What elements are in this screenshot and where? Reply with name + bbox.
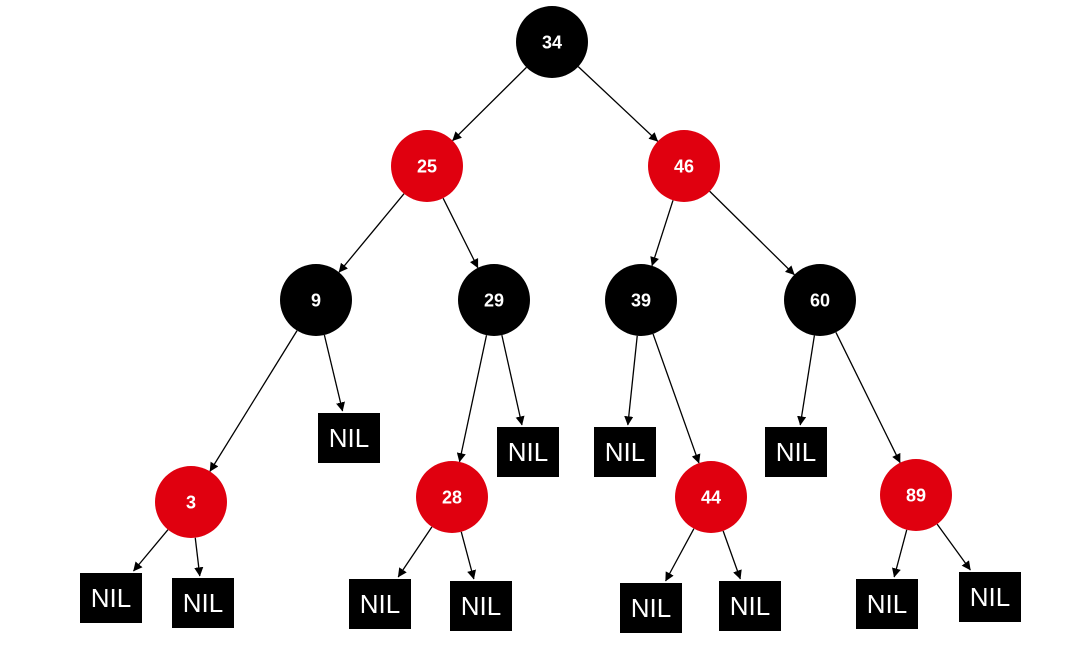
node-value: 25 (417, 157, 437, 177)
edge-n46-to-n39 (650, 200, 674, 267)
tree-node-44: 44 (675, 461, 747, 533)
node-value: 39 (631, 291, 651, 311)
nil-leaf: NIL (594, 427, 656, 477)
nil-leaf: NIL (450, 581, 512, 631)
edge-n29-to-n28 (456, 335, 488, 463)
tree-node-34: 34 (516, 6, 588, 78)
node-value: 3 (186, 493, 196, 513)
nil-label: NIL (508, 437, 548, 467)
node-value: 9 (311, 291, 321, 311)
nil-box (349, 579, 411, 629)
nil-label: NIL (631, 593, 671, 623)
edge-n60-to-nil-60-left (797, 335, 816, 426)
edge-n29-to-nil-29-right (501, 334, 525, 426)
edges-layer (133, 66, 971, 582)
tree-node-60: 60 (784, 264, 856, 336)
nil-label: NIL (730, 591, 770, 621)
nil-leaf: NIL (497, 427, 559, 477)
nil-box (318, 413, 380, 463)
node-circle-black (458, 264, 530, 336)
nil-leaf: NIL (959, 572, 1021, 622)
node-circle-red (391, 130, 463, 202)
node-value: 28 (442, 488, 462, 508)
edge-n60-to-n89 (835, 332, 901, 464)
nil-box (172, 578, 234, 628)
tree-node-9: 9 (280, 264, 352, 336)
nil-layer: NIL NIL NIL NIL NIL NIL NIL NIL NIL NIL NIL NIL (80, 413, 1021, 633)
nil-box (497, 427, 559, 477)
edge-n39-to-nil-39-left (624, 335, 638, 426)
nil-box (620, 583, 682, 633)
node-value: 89 (906, 486, 926, 506)
edge-n9-to-nil-9-right (323, 334, 345, 412)
nil-label: NIL (183, 588, 223, 618)
tree-node-89: 89 (880, 459, 952, 531)
node-circle-red (648, 130, 720, 202)
nil-box (959, 572, 1021, 622)
edge-n34-to-n25 (452, 66, 527, 142)
nil-leaf: NIL (620, 583, 682, 633)
nil-leaf: NIL (719, 581, 781, 631)
nil-label: NIL (776, 437, 816, 467)
nil-box (80, 573, 142, 623)
tree-node-3: 3 (155, 466, 227, 538)
nil-label: NIL (329, 423, 369, 453)
nil-leaf: NIL (172, 578, 234, 628)
edge-n28-to-nil-28-left (397, 526, 433, 578)
edge-n28-to-nil-28-right (460, 531, 476, 580)
nil-box (450, 581, 512, 631)
edge-n25-to-n29 (442, 197, 479, 269)
nil-leaf: NIL (856, 579, 918, 629)
tree-node-29: 29 (458, 264, 530, 336)
node-circle-red (416, 461, 488, 533)
nil-label: NIL (867, 589, 907, 619)
tree-node-46: 46 (648, 130, 720, 202)
node-circle-black (784, 264, 856, 336)
node-circle-red (675, 461, 747, 533)
edge-n44-to-nil-44-right (722, 530, 742, 580)
nil-box (594, 427, 656, 477)
edge-n3-to-nil-3-right (194, 537, 204, 577)
node-value: 44 (701, 488, 721, 508)
node-value: 46 (674, 157, 694, 177)
nil-leaf: NIL (765, 427, 827, 477)
nil-label: NIL (970, 582, 1010, 612)
tree-node-28: 28 (416, 461, 488, 533)
nil-box (856, 579, 918, 629)
node-circle-red (155, 466, 227, 538)
node-circle-black (280, 264, 352, 336)
nil-label: NIL (461, 591, 501, 621)
edge-n3-to-nil-3-left (133, 529, 169, 572)
node-value: 60 (810, 291, 830, 311)
edge-n89-to-nil-89-right (936, 523, 971, 571)
nil-leaf: NIL (318, 413, 380, 463)
nil-label: NIL (360, 589, 400, 619)
tree-node-39: 39 (605, 264, 677, 336)
nodes-layer: 34 25 46 9 29 39 60 3 28 44 89 (155, 6, 952, 538)
nil-box (765, 427, 827, 477)
node-circle-black (605, 264, 677, 336)
node-circle-red (880, 459, 952, 531)
node-circle-black (516, 6, 588, 78)
tree-node-25: 25 (391, 130, 463, 202)
nil-label: NIL (91, 583, 131, 613)
edge-n89-to-nil-89-left (892, 529, 908, 578)
nil-leaf: NIL (80, 573, 142, 623)
edge-n44-to-nil-44-left (665, 528, 695, 582)
nil-label: NIL (605, 437, 645, 467)
edge-n9-to-n3 (209, 330, 298, 472)
edge-n46-to-n60 (709, 190, 795, 276)
nil-box (719, 581, 781, 631)
edge-n39-to-n44 (652, 333, 701, 464)
edge-n25-to-n9 (338, 193, 405, 273)
nil-leaf: NIL (349, 579, 411, 629)
node-value: 34 (542, 33, 562, 53)
node-value: 29 (484, 291, 504, 311)
edge-n34-to-n46 (577, 66, 659, 142)
